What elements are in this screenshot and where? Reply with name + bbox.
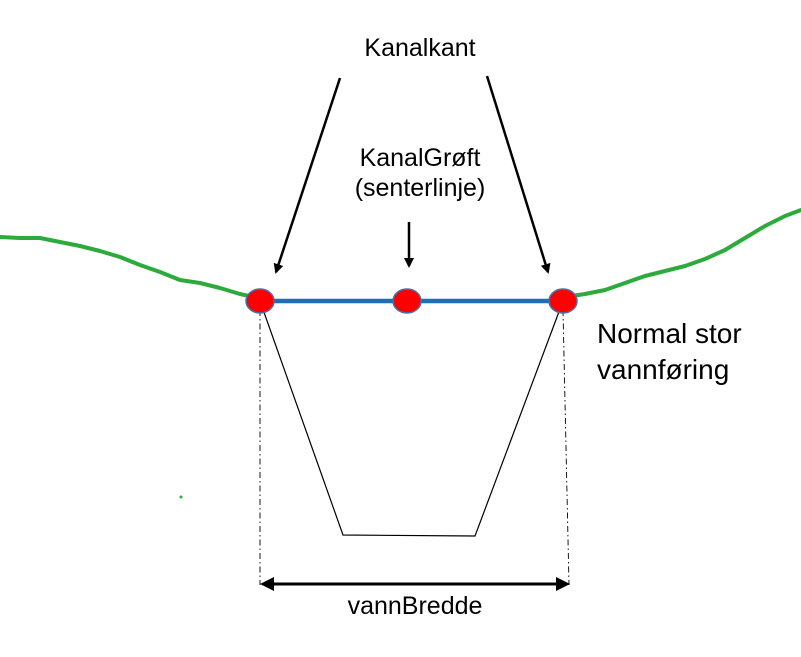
channel-ditch-label-line1: KanalGrøft: [359, 144, 481, 172]
water-width-label: vannBredde: [347, 592, 483, 620]
channel-edge-point-right: [548, 288, 578, 314]
terrain-line-left: [0, 235, 260, 300]
edge-arrow-right: [485, 75, 551, 274]
flow-label-line1: Normal stor: [597, 318, 742, 349]
channel-edge-label: Kanalkant: [364, 34, 476, 62]
width-arrowhead-left: [260, 577, 274, 591]
channel-center-point: [392, 288, 422, 314]
flow-label-line2: vannføring: [597, 354, 730, 386]
terrain-speck: [179, 495, 183, 499]
edge-arrow-left: [273, 77, 342, 274]
flow-label: Normal stor vannføring: [597, 316, 742, 389]
channel-ditch-label: KanalGrøft (senterlinje): [300, 144, 540, 203]
width-arrowhead-right: [556, 577, 570, 591]
terrain-line-right: [563, 208, 801, 299]
channel-edge-point-left: [245, 288, 275, 314]
width-guide-right: [562, 309, 570, 586]
channel-ditch-label-line2: (senterlinje): [354, 173, 486, 202]
channel-profile: [259, 300, 564, 537]
